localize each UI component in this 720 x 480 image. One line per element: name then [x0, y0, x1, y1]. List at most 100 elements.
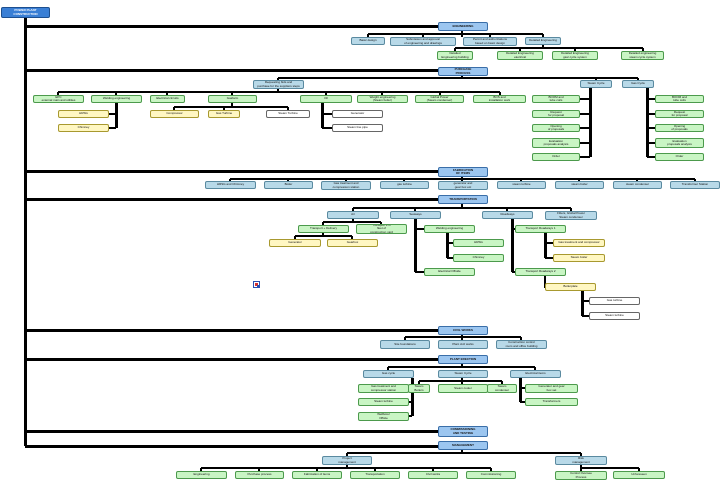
node-fb6[interactable]: steam turbine [497, 181, 546, 189]
node-po2[interactable]: Steam line pipe [332, 124, 383, 132]
node-gc1[interactable]: BOOM and tube coils [532, 95, 580, 103]
node-ta2[interactable]: Transport 2 B fleet of construction yard [356, 224, 407, 234]
node-cv2[interactable]: Plant civil works [438, 340, 488, 349]
node-eg3[interactable]: Wellbore/ Offsite [358, 412, 409, 421]
node-tr-p[interactable]: Filters, Global Power Steam condenser [545, 211, 597, 220]
node-civ[interactable]: CIVIL WORKS [438, 326, 488, 335]
node-py1[interactable]: Compressor [150, 110, 199, 118]
node-mg-r[interactable]: Risk management [555, 456, 607, 465]
node-pp4[interactable]: Gasfarm [208, 95, 257, 103]
node-root[interactable]: POWER PLANT CONSTRUCTION [1, 7, 50, 18]
node-cv3[interactable]: Construction control room and office bui… [496, 340, 547, 349]
node-gc2[interactable]: Request for proposal [532, 110, 580, 118]
node-py3[interactable]: Steam Turbine [266, 110, 310, 118]
node-mg5[interactable]: Civil works [408, 471, 458, 479]
node-pp6[interactable]: Weight engineering (Steam boiler) [357, 95, 408, 103]
connector-line [25, 444, 438, 448]
node-tr-road[interactable]: Roadways [482, 211, 533, 219]
node-es3[interactable]: Steam condenser [487, 384, 517, 393]
node-trn[interactable]: TRANSPORTATION [438, 195, 488, 204]
node-py2[interactable]: Gas Turbine [208, 110, 240, 118]
node-mg2[interactable]: Purchase process [235, 471, 284, 479]
node-cv1[interactable]: Site foundations [380, 340, 430, 349]
node-eng7[interactable]: Detailed Engineering gas/ cycle system [552, 51, 598, 60]
node-tr-sea[interactable]: Seaways [390, 211, 441, 219]
node-tr1b[interactable]: Steam boiler [553, 254, 605, 262]
node-ts1b[interactable]: Chimney [453, 254, 504, 262]
node-ta1[interactable]: Transport + Delivery [298, 225, 349, 233]
node-sc3[interactable]: Opening of proposals [655, 124, 704, 132]
node-tr1a[interactable]: Gas treatment and compressor [553, 239, 605, 247]
node-eg2[interactable]: Steam turbine [358, 398, 409, 406]
node-ts1[interactable]: Welding engineering [424, 225, 475, 233]
connector-line [534, 367, 536, 370]
node-tr2b[interactable]: Gas turbine [589, 297, 640, 305]
node-pw1[interactable]: HRSG [58, 110, 109, 118]
node-pw2[interactable]: Chimney [58, 124, 109, 132]
node-fb3[interactable]: Gas treatment and compression station [321, 181, 371, 190]
node-pur[interactable]: PURCHASE PROCESS [438, 67, 488, 76]
node-tay2[interactable]: Gearbox [327, 239, 378, 247]
node-pp7[interactable]: Global Power (Steam condenser) [415, 95, 464, 103]
node-tr2c[interactable]: Steam turbine [589, 312, 640, 320]
node-eng1[interactable]: Basic design [351, 37, 385, 45]
node-mgt[interactable]: MANAGEMENT [438, 441, 488, 450]
node-ee2[interactable]: Transformers [525, 398, 578, 406]
node-eng2[interactable]: Submission and approval of engineering a… [390, 37, 456, 46]
node-fb9[interactable]: Transformer Station [670, 181, 720, 189]
node-eg1[interactable]: Gas treatment and compressor station [358, 384, 409, 393]
node-tr1[interactable]: Transport Roadways 1 [515, 225, 566, 233]
node-pp1[interactable]: EPC external main and utilities [33, 95, 84, 103]
node-pur-gas[interactable]: Steam Cycle [580, 80, 612, 88]
node-fb8[interactable]: steam condenser [613, 181, 662, 189]
node-pp5[interactable]: Oil [300, 95, 352, 103]
node-mg4[interactable]: Transportation [350, 471, 400, 479]
node-ere[interactable]: PLANT ERECTION [438, 355, 488, 364]
node-pp8[interactable]: BOS and installation work [473, 95, 526, 103]
node-pur-steam[interactable]: Gas Cycle [622, 80, 654, 88]
node-mg7[interactable]: Control Oversee Process [555, 471, 607, 480]
node-es2[interactable]: Steam cooler [438, 384, 488, 393]
node-eng3[interactable]: Permit and authorizations based on basic… [463, 37, 517, 46]
node-es1[interactable]: Steam Boilers [408, 384, 430, 393]
node-eng5[interactable]: Detailed Engineering building [437, 51, 473, 60]
node-sc1[interactable]: BOOM and tube coils [655, 95, 704, 103]
node-mg8[interactable]: Unforeseen [613, 471, 665, 479]
node-fab[interactable]: FABRICATION OF ITEMS [438, 167, 488, 177]
node-er-el[interactable]: Electrical items [510, 370, 561, 378]
node-eng8[interactable]: Detailed engineering steam cycle system [621, 51, 664, 60]
node-fb4[interactable]: gas turbine [380, 181, 429, 189]
node-tr2[interactable]: Transport Roadways 2 [515, 268, 566, 276]
node-sc5[interactable]: Order [655, 153, 704, 161]
node-tay1[interactable]: Generator [269, 239, 321, 247]
node-tr-air[interactable]: Air [327, 211, 379, 219]
node-pp2[interactable]: Welding engineering [91, 95, 142, 103]
node-ee1[interactable]: Generator and gear box set [525, 384, 578, 393]
node-eng[interactable]: ENGINEERING [438, 22, 488, 31]
node-pp3[interactable]: Electrical circuits [150, 95, 185, 103]
node-er-steam[interactable]: Steam Cycle [438, 370, 488, 378]
connector-line [512, 271, 515, 273]
node-fb5[interactable]: generator and gear box etc [438, 181, 488, 190]
node-ts1a[interactable]: HRSG [453, 239, 504, 247]
node-eng4[interactable]: Detailed Engineering [525, 37, 561, 45]
node-pur-sel[interactable]: Requesting bids and purchase for the sup… [253, 80, 304, 89]
node-mg1[interactable]: Engineering [176, 471, 227, 479]
node-sc2[interactable]: Request for proposal [655, 110, 704, 118]
node-gc3[interactable]: Opening of proposals [532, 124, 580, 132]
node-mg-p[interactable]: Project management [322, 456, 372, 465]
node-ts2[interactable]: Electrical Offside [424, 268, 475, 276]
node-com[interactable]: COMMISSIONING AND TESTING [438, 426, 488, 437]
node-eng6[interactable]: Detailed Engineering electrical [497, 51, 543, 60]
node-gc4[interactable]: Evaluation proposals analysis [532, 138, 580, 148]
node-er-gas[interactable]: Gas cycle [363, 370, 414, 378]
node-sc4[interactable]: Evaluation proposals analysis [655, 138, 704, 148]
node-mg3[interactable]: Fabrication of items [292, 471, 342, 479]
node-mg6[interactable]: Commissioning [466, 471, 516, 479]
node-fb2[interactable]: Boiler [264, 181, 313, 189]
node-po1[interactable]: Generator [332, 110, 383, 118]
node-gc5[interactable]: Order [532, 153, 580, 161]
node-tr2a[interactable]: Boilerplate [545, 283, 596, 291]
node-fb1[interactable]: HRSG and Chimney [205, 181, 256, 189]
node-fb7[interactable]: steam boiler [555, 181, 604, 189]
